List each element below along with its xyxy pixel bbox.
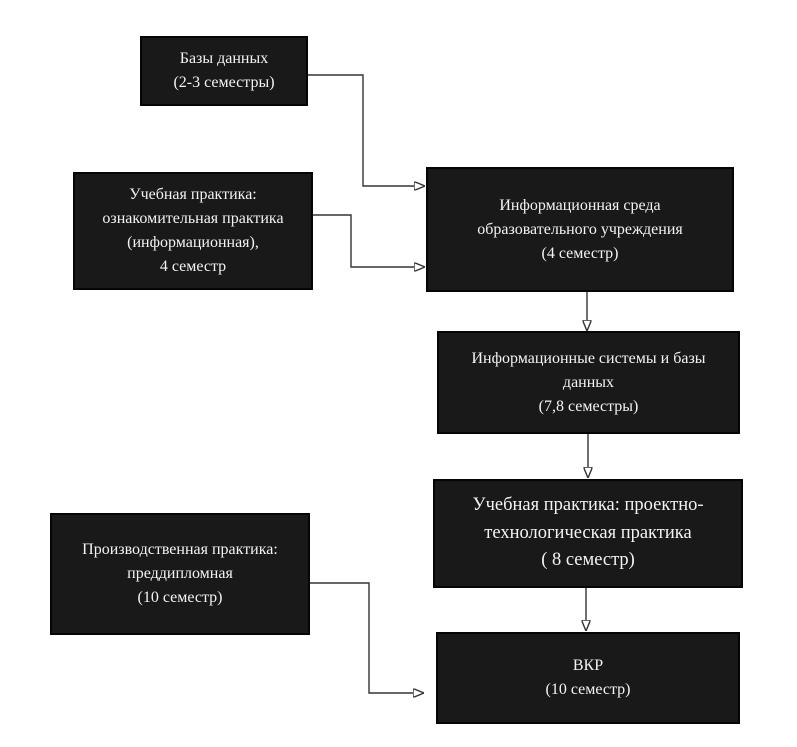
node-db-label: Базы данных (2-3 семестры) <box>173 50 275 91</box>
node-intro-practice-label: Учебная практика: ознакомительная практи… <box>102 186 284 275</box>
connector-intro-practice-to-info-env <box>313 214 414 267</box>
node-tech-practice: Учебная практика: проектно- технологичес… <box>433 479 743 588</box>
node-is-db: Информационные системы и базы данных (7,… <box>437 331 740 434</box>
node-vkr-label: ВКР (10 семестр) <box>545 657 631 698</box>
connector-db-to-info-env <box>308 74 414 186</box>
node-is-db-label: Информационные системы и базы данных (7,… <box>471 349 706 415</box>
node-info-env-label: Информационная среда образовательного уч… <box>477 196 683 262</box>
node-vkr: ВКР (10 семестр) <box>436 632 740 724</box>
node-pre-diploma-label: Производственная практика: преддипломная… <box>82 541 278 606</box>
node-intro-practice: Учебная практика: ознакомительная практи… <box>73 172 313 290</box>
node-tech-practice-label: Учебная практика: проектно- технологичес… <box>472 494 704 571</box>
node-db: Базы данных (2-3 семестры) <box>140 36 308 106</box>
node-info-env: Информационная среда образовательного уч… <box>426 167 734 292</box>
node-pre-diploma: Производственная практика: преддипломная… <box>50 513 310 635</box>
connector-pre-diploma-to-vkr <box>310 582 413 693</box>
